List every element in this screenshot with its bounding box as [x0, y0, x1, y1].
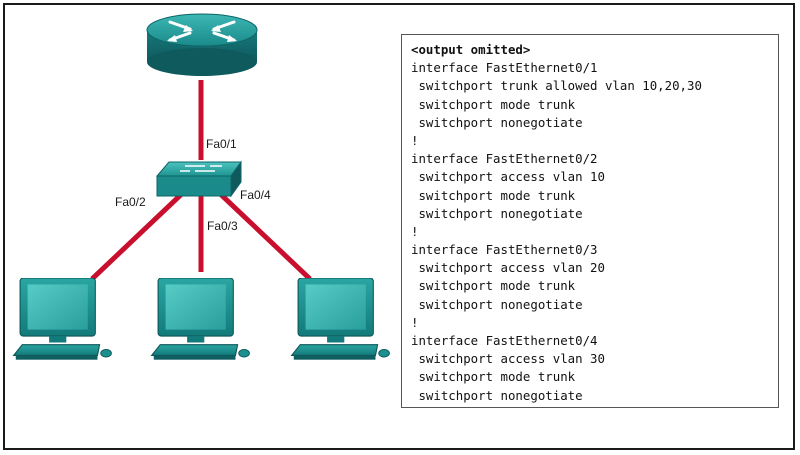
- config-line: switchport access vlan 10: [411, 169, 605, 185]
- switch-icon: [155, 160, 242, 198]
- port-label-fa0-1: Fa0/1: [206, 137, 237, 151]
- config-line: <output omitted>: [411, 42, 531, 57]
- config-line: switchport mode trunk: [411, 278, 576, 294]
- config-line: switchport access vlan 30: [411, 351, 605, 367]
- config-line: interface FastEthernet0/2: [411, 151, 598, 167]
- config-line: switchport mode trunk: [411, 187, 576, 203]
- port-label-fa0-4: Fa0/4: [240, 188, 271, 202]
- config-line: interface FastEthernet0/4: [411, 333, 598, 348]
- config-line: switchport access vlan 20: [411, 260, 605, 276]
- config-line: switchport nonegotiate: [411, 296, 583, 312]
- link-switch-pc-3: [212, 186, 312, 281]
- config-line: interface FastEthernet0/3: [411, 242, 598, 258]
- router-icon: [146, 13, 258, 76]
- config-line: switchport trunk allowed vlan 10,20,30: [411, 78, 702, 94]
- config-line: switchport nonegotiate: [411, 387, 583, 403]
- network-topology-diagram: Fa0/1 Fa0/2 Fa0/3 Fa0/4: [13, 13, 390, 361]
- config-line: !: [411, 223, 419, 239]
- config-line: switchport nonegotiate: [411, 114, 583, 130]
- port-label-fa0-3: Fa0/3: [207, 219, 238, 233]
- pc-3-icon: [291, 278, 390, 361]
- pc-1-icon: [13, 278, 112, 361]
- config-line: switchport mode trunk: [411, 96, 576, 112]
- port-label-fa0-2: Fa0/2: [115, 195, 146, 209]
- switch-config-listing: <output omitted> interface FastEthernet0…: [401, 34, 779, 408]
- config-line: !: [411, 132, 419, 148]
- config-line: switchport mode trunk: [411, 369, 576, 385]
- config-line: interface FastEthernet0/1: [411, 60, 598, 76]
- config-line: switchport nonegotiate: [411, 205, 583, 221]
- config-line: !: [411, 314, 419, 330]
- pc-2-icon: [151, 278, 250, 361]
- link-switch-pc-1: [90, 186, 190, 281]
